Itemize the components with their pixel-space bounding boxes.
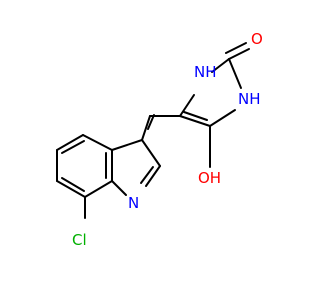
bond (61, 140, 85, 154)
bonds (56, 42, 250, 219)
bond (61, 177, 85, 192)
carbonyl-oxygen-label: O (251, 30, 263, 48)
bond (56, 134, 84, 151)
indole-nitrogen-label: N (128, 194, 139, 212)
chemical-structure: Cl N NH NH O OH (56, 30, 263, 249)
bond (84, 180, 113, 198)
bond (141, 139, 161, 167)
nh-top-label: NH (194, 63, 217, 81)
bond (179, 94, 195, 117)
bond (140, 166, 154, 184)
bond (183, 111, 208, 121)
bond (111, 180, 127, 196)
bond (209, 109, 236, 127)
bond (145, 165, 161, 187)
atom-labels: Cl N NH NH O OH (72, 30, 263, 249)
hydroxyl-label: OH (198, 169, 221, 187)
chlorine-label: Cl (72, 231, 87, 249)
bond (56, 180, 86, 198)
bond (228, 58, 242, 89)
bond (82, 134, 113, 151)
bond (141, 115, 151, 141)
bond (179, 115, 211, 127)
bond (111, 139, 143, 151)
bond (225, 42, 247, 54)
nh-right-label: NH (238, 90, 261, 108)
bond (147, 114, 155, 130)
bond (228, 48, 250, 60)
bond (211, 58, 230, 73)
